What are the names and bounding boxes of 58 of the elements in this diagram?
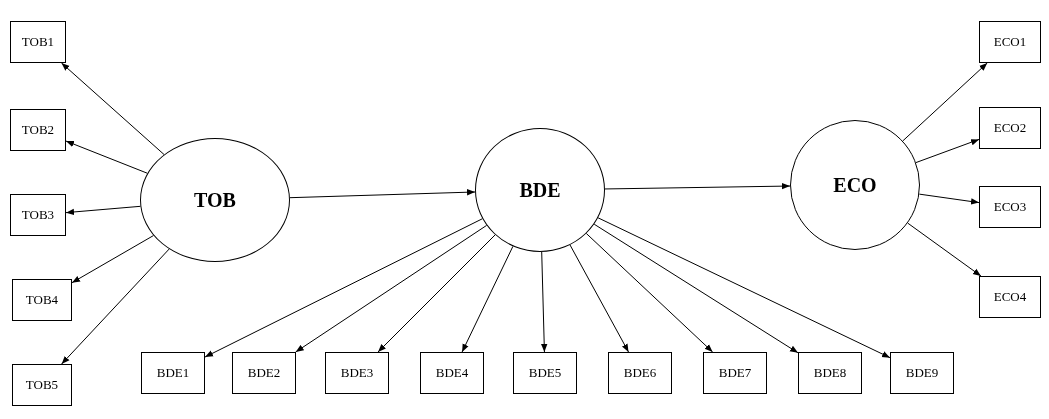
arrow — [61, 248, 170, 365]
label-box — [420, 352, 484, 394]
arrow — [915, 138, 980, 164]
arrow — [907, 222, 982, 277]
label-box — [12, 364, 72, 406]
label-box — [979, 107, 1041, 149]
node-label: ECO — [833, 172, 877, 198]
node-label: BDE5 — [528, 364, 562, 382]
label-box — [513, 352, 577, 394]
node-label: BDE3 — [340, 364, 374, 382]
arrow — [541, 251, 548, 353]
label-box — [325, 352, 389, 394]
arrow — [918, 193, 980, 205]
arrow — [61, 62, 165, 155]
node-label: BDE — [519, 177, 561, 203]
node-label: BDE8 — [813, 364, 847, 382]
arrow — [377, 234, 496, 353]
arrow — [597, 217, 891, 359]
label-box — [232, 352, 296, 394]
label-box — [703, 352, 767, 394]
label-box — [10, 194, 66, 236]
arrow — [461, 245, 514, 353]
node-label: ECO2 — [993, 119, 1027, 137]
node-label: BDE4 — [435, 364, 469, 382]
arrow — [65, 140, 148, 174]
label-box — [12, 279, 72, 321]
arrow — [295, 224, 488, 353]
arrow — [569, 244, 629, 353]
node-label: BDE7 — [718, 364, 752, 382]
node-label: BDE1 — [156, 364, 190, 382]
node-label: TOB2 — [21, 121, 55, 139]
label-box — [141, 352, 205, 394]
node-label: BDE6 — [623, 364, 657, 382]
arrow — [604, 182, 791, 190]
label-box — [608, 352, 672, 394]
arrow — [593, 223, 799, 354]
arrow — [902, 62, 988, 142]
label-box — [979, 186, 1041, 228]
label-box — [979, 276, 1041, 318]
node-label: TOB — [194, 187, 236, 213]
label-box — [798, 352, 862, 394]
arrow — [289, 189, 476, 199]
node-label: BDE9 — [905, 364, 939, 382]
label-box — [10, 109, 66, 151]
node-label: ECO3 — [993, 198, 1027, 216]
label-box — [890, 352, 954, 394]
arrow — [204, 218, 483, 358]
arrow — [585, 233, 714, 353]
node-label: TOB4 — [25, 291, 59, 309]
node-label: ECO1 — [993, 33, 1027, 51]
node-label: ECO4 — [993, 288, 1027, 306]
label-box — [979, 21, 1041, 63]
node-label: TOB3 — [21, 206, 55, 224]
node-label: TOB1 — [21, 33, 55, 51]
label-box — [10, 21, 66, 63]
node-label: TOB5 — [25, 376, 59, 394]
arrow — [65, 205, 141, 216]
node-label: BDE2 — [247, 364, 281, 382]
